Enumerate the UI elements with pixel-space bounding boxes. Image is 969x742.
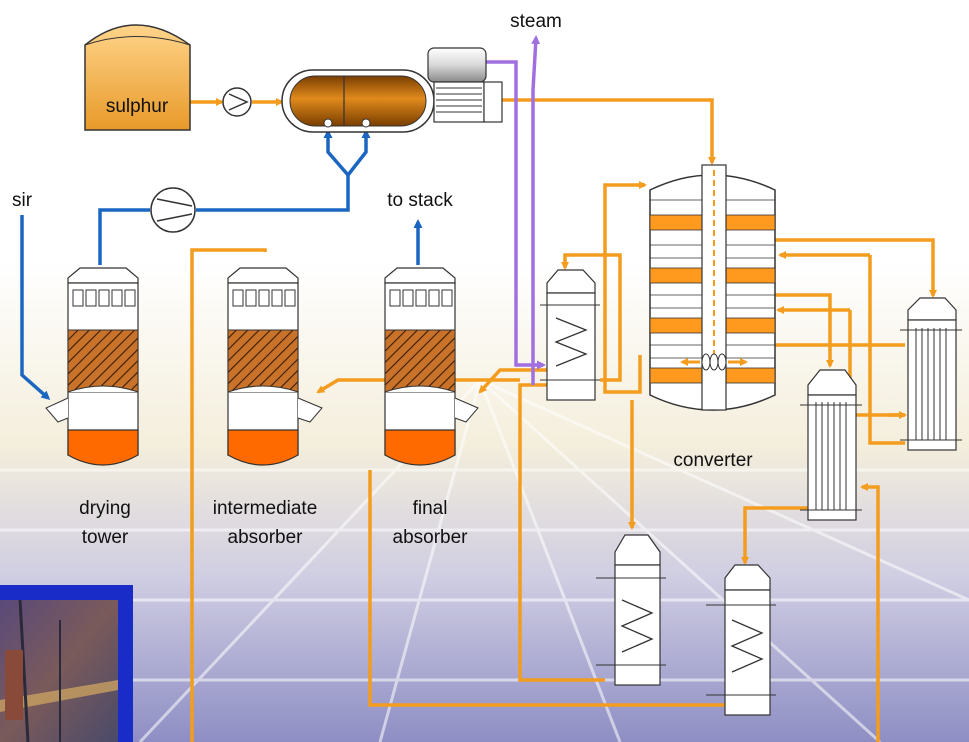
waste-heat-boiler xyxy=(540,270,600,400)
final-absorber-label-line1: final xyxy=(413,498,448,519)
converter xyxy=(650,165,775,410)
final-absorber-label-line2: absorber xyxy=(393,527,469,548)
to-stack-label: to stack xyxy=(387,190,453,211)
hot-heat-exchanger xyxy=(900,298,962,450)
drying-tower-label-line2: tower xyxy=(82,527,129,548)
steam-label: steam xyxy=(510,11,562,32)
sulphur-label: sulphur xyxy=(106,96,169,117)
intermediate-absorber-label-line1: intermediate xyxy=(213,498,318,519)
sulphur-burner xyxy=(282,70,434,132)
plant-photo-inset xyxy=(0,585,133,742)
drying-tower-label-line1: drying xyxy=(79,498,131,519)
air-label: sir xyxy=(12,190,33,211)
intermediate-heat-exchanger xyxy=(800,370,862,520)
intermediate-absorber-label-line2: absorber xyxy=(228,527,304,548)
sulphur-pump-icon xyxy=(223,88,251,116)
air-blower-icon xyxy=(151,188,195,232)
converter-label: converter xyxy=(673,450,753,471)
